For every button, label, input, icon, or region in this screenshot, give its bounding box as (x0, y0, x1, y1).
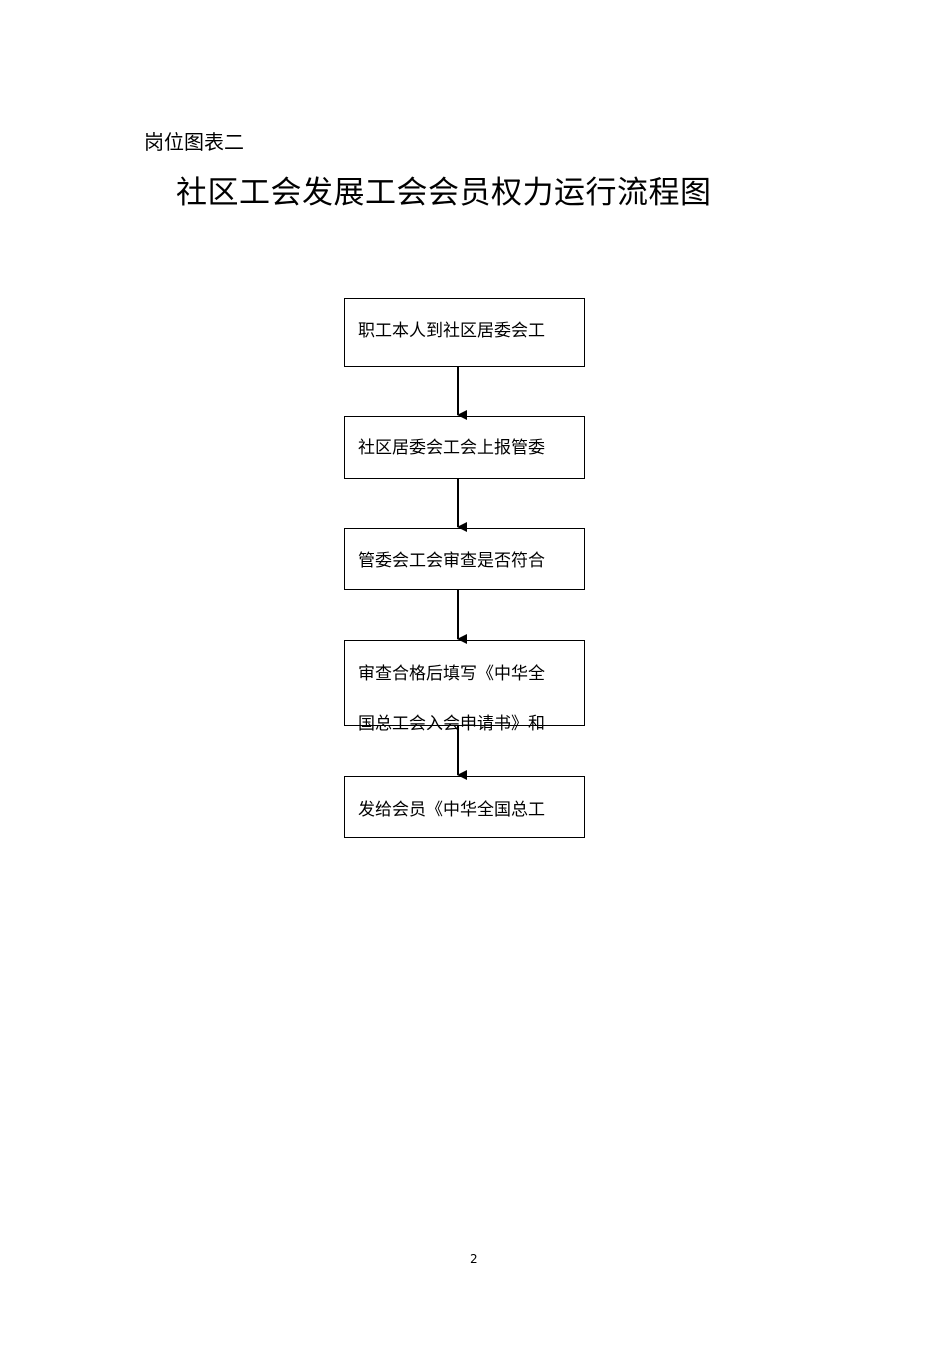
flow-step-5-text: 发给会员《中华全国总工 (358, 800, 545, 820)
flow-step-4: 审查合格后填写《中华全 国总工会入会申请书》和 (344, 640, 585, 734)
flow-step-1: 职工本人到社区居委会工 (344, 298, 585, 367)
flow-step-3: 管委会工会审查是否符合 (344, 528, 585, 590)
flow-step-5: 发给会员《中华全国总工 (344, 776, 585, 838)
document-caption: 岗位图表二 (144, 130, 244, 154)
page-number: 2 (470, 1252, 478, 1266)
flow-step-1-text: 职工本人到社区居委会工 (358, 321, 545, 341)
flow-step-2-text: 社区居委会工会上报管委 (358, 438, 545, 458)
flow-step-4-text: 审查合格后填写《中华全 (358, 664, 545, 684)
flow-step-4-text-continued: 国总工会入会申请书》和 (358, 714, 545, 734)
document-title: 社区工会发展工会会员权力运行流程图 (176, 175, 712, 211)
flow-step-2: 社区居委会工会上报管委 (344, 416, 585, 479)
flow-step-3-text: 管委会工会审查是否符合 (358, 551, 545, 571)
